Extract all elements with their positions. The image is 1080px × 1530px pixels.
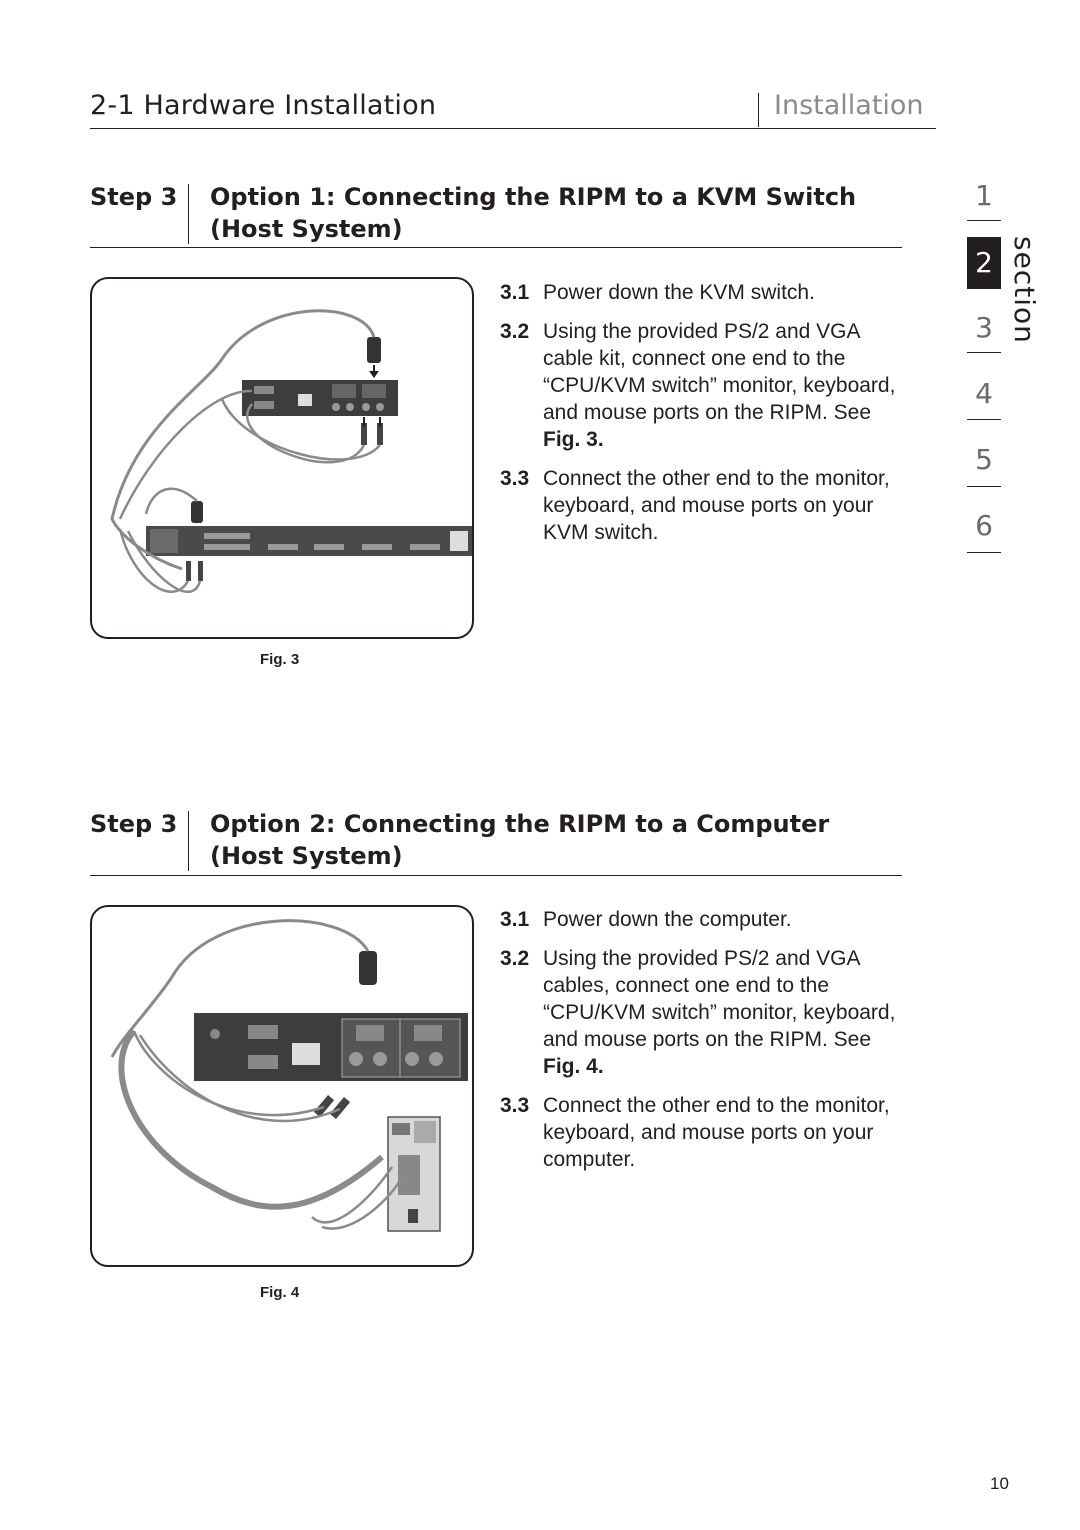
kvm-connection-illustration <box>110 309 472 593</box>
section-divider <box>967 552 1001 553</box>
option2-step-3-2: 3.2 Using the provided PS/2 and VGA cabl… <box>500 945 900 1080</box>
option1-title: Option 1: Connecting the RIPM to a KVM S… <box>210 181 856 245</box>
step-divider-option1 <box>188 184 189 244</box>
step-text: Power down the computer. <box>543 908 792 931</box>
option2-title: Option 2: Connecting the RIPM to a Compu… <box>210 808 829 872</box>
step-number: 3.2 <box>500 320 530 343</box>
option1-title-line2: (Host System) <box>210 215 403 243</box>
option1-step-3-2: 3.2 Using the provided PS/2 and VGA cabl… <box>500 318 900 453</box>
step-text: Power down the KVM switch. <box>543 281 815 304</box>
step-text: Using the provided PS/2 and VGA cables, … <box>543 947 896 1051</box>
option1-rule <box>90 247 902 248</box>
step-number: 3.1 <box>500 281 530 304</box>
section-divider <box>967 419 1001 420</box>
step-text: Using the provided PS/2 and VGA cable ki… <box>543 320 896 424</box>
figure-reference: Fig. 3. <box>543 428 604 451</box>
section-divider <box>967 486 1001 487</box>
section-tab-6[interactable]: 6 <box>975 509 993 542</box>
option2-title-line2: (Host System) <box>210 842 403 870</box>
step-number: 3.3 <box>500 1094 530 1117</box>
step-label-option2: Step 3 <box>90 810 178 838</box>
option2-step-3-1: 3.1 Power down the computer. <box>500 906 900 933</box>
step-number: 3.1 <box>500 908 530 931</box>
step-text: Connect the other end to the monitor, ke… <box>543 1094 890 1171</box>
step-text: Connect the other end to the monitor, ke… <box>543 467 890 544</box>
option2-rule <box>90 875 902 876</box>
section-tab-5[interactable]: 5 <box>975 443 993 476</box>
header-rule <box>90 128 936 129</box>
step-label-option1: Step 3 <box>90 183 178 211</box>
section-tab-3[interactable]: 3 <box>975 311 993 344</box>
page-header-title: 2-1 Hardware Installation <box>90 90 437 121</box>
option2-steps: 3.1 Power down the computer. 3.2 Using t… <box>500 906 900 1185</box>
option2-title-line1: Option 2: Connecting the RIPM to a Compu… <box>210 810 830 838</box>
section-tab-1[interactable]: 1 <box>975 179 993 212</box>
figure-reference: Fig. 4. <box>543 1055 604 1078</box>
figure-3-caption: Fig. 3 <box>260 651 300 668</box>
step-number: 3.2 <box>500 947 530 970</box>
option2-step-3-3: 3.3 Connect the other end to the monitor… <box>500 1092 900 1173</box>
header-divider <box>758 93 759 127</box>
page-number: 10 <box>990 1474 1009 1493</box>
section-divider <box>967 352 1001 353</box>
computer-connection-illustration <box>110 919 468 1232</box>
figure-3-kvm-diagram <box>90 277 474 639</box>
option1-title-line1: Option 1: Connecting the RIPM to a KVM S… <box>210 183 857 211</box>
section-divider <box>967 220 1001 221</box>
option1-step-3-1: 3.1 Power down the KVM switch. <box>500 279 900 306</box>
option1-step-3-3: 3.3 Connect the other end to the monitor… <box>500 465 900 546</box>
section-tab-2-active[interactable]: 2 <box>967 237 1001 289</box>
step-divider-option2 <box>188 811 189 871</box>
figure-4-computer-diagram <box>90 905 474 1267</box>
header-section-label: Installation <box>774 90 924 121</box>
figure-4-caption: Fig. 4 <box>260 1284 300 1301</box>
option1-steps: 3.1 Power down the KVM switch. 3.2 Using… <box>500 279 900 558</box>
section-tab-4[interactable]: 4 <box>975 377 993 410</box>
step-number: 3.3 <box>500 467 530 490</box>
section-label-vertical: section <box>1008 236 1041 344</box>
